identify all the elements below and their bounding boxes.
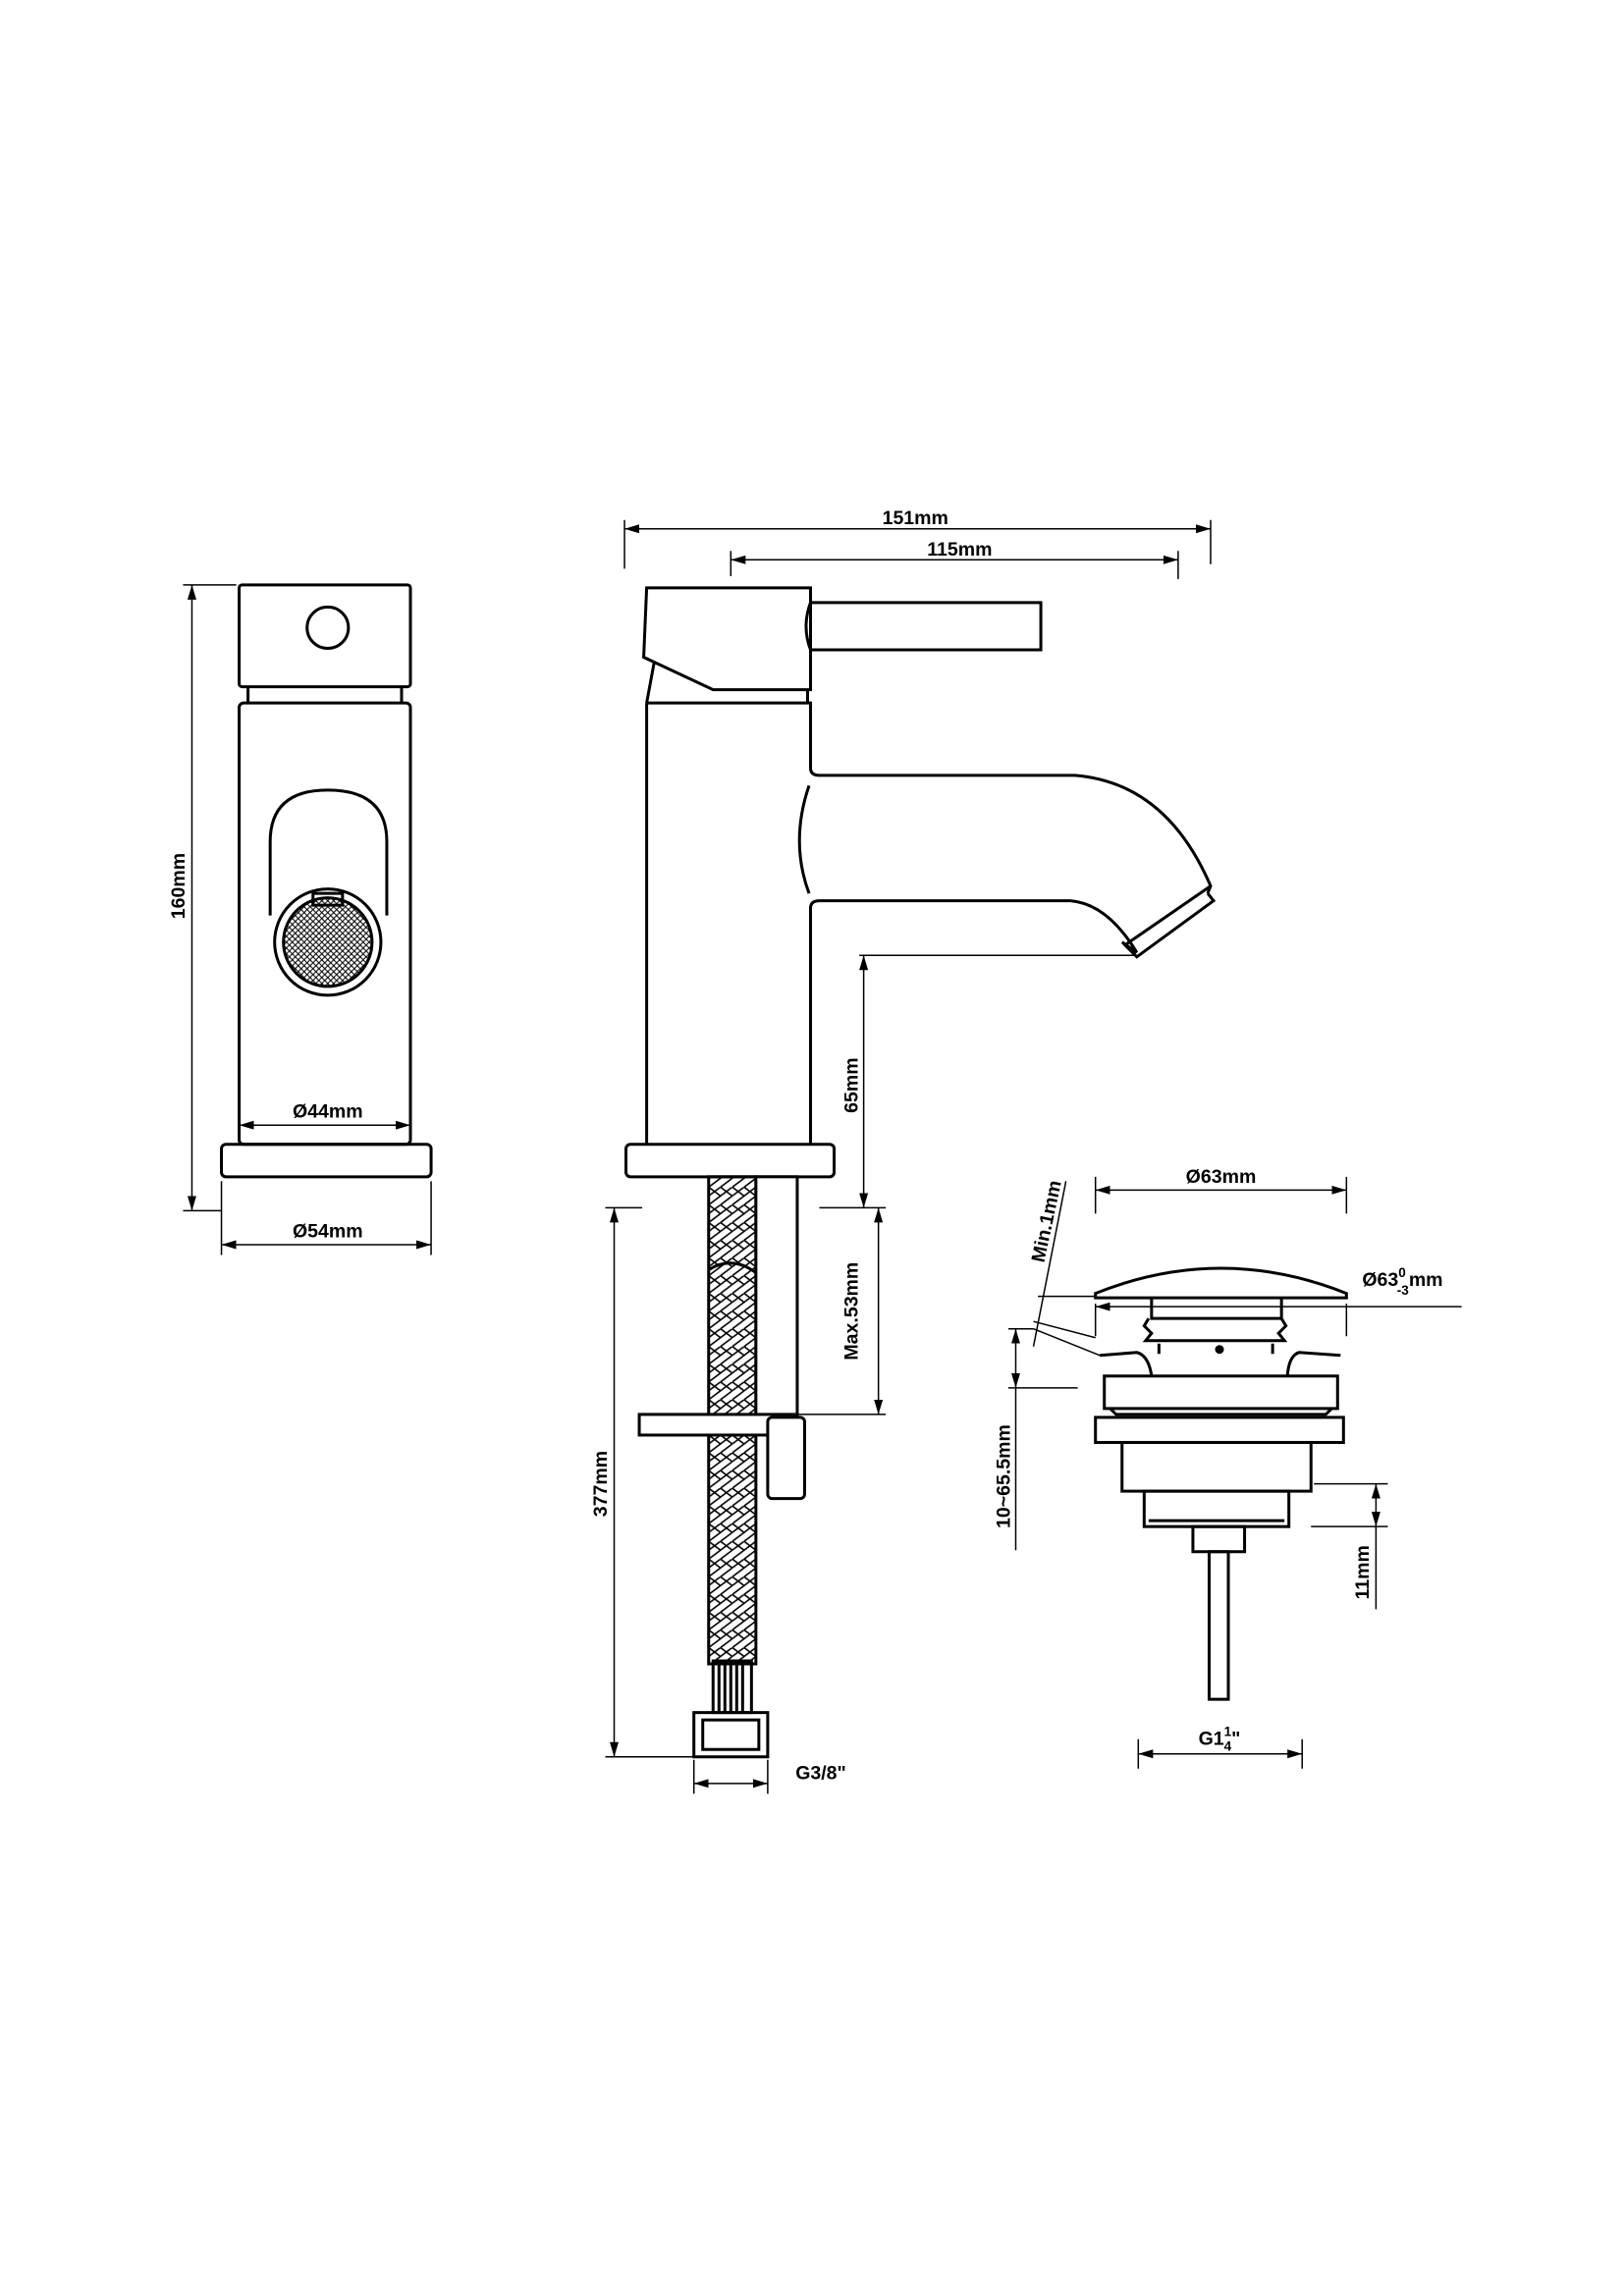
dim-thread-length: 11mm	[1352, 1545, 1374, 1599]
spout-dome	[268, 788, 389, 916]
dim-cap-diameter: Ø63mm	[1186, 1166, 1257, 1188]
fixing-nut	[766, 1415, 806, 1501]
side-view: 151mm 115mm 65mm Max.53mm 377mm G3/8"	[590, 507, 1217, 1794]
dim-hose-length: 377mm	[590, 1451, 612, 1517]
spout	[645, 701, 1217, 1145]
waste-stem	[1207, 1550, 1230, 1701]
waste-body	[1120, 1440, 1313, 1493]
aerator-screen	[282, 896, 374, 988]
dim-spout-reach: 115mm	[927, 539, 992, 561]
dim-min-gap: Min.1mm	[1028, 1178, 1066, 1263]
dim-height: 160mm	[168, 853, 189, 919]
dim-hose-connection: G3/8"	[795, 1762, 846, 1784]
dim-spout-height: 65mm	[841, 1057, 863, 1112]
popup-waste-view: Ø63mm Ø630-3mm Min.1mm 10~65.5mm 11mm G1…	[993, 1166, 1462, 1769]
lever-head	[642, 586, 812, 692]
dim-base-diameter: Ø54mm	[293, 1220, 363, 1242]
dim-overall-length: 151mm	[883, 507, 948, 529]
lever-pivot-icon	[305, 605, 351, 651]
waste-cap	[1094, 1266, 1348, 1300]
flange-upper	[1103, 1374, 1339, 1411]
lever-handle	[804, 601, 1043, 652]
front-view: Ø44mm Ø54mm 160mm	[168, 583, 433, 1255]
dim-basin-thickness: 10~65.5mm	[993, 1424, 1014, 1528]
dim-max-deck-thickness: Max.53mm	[841, 1262, 863, 1361]
hose-connector-nut	[692, 1711, 770, 1759]
dim-body-diameter: Ø44mm	[293, 1101, 363, 1123]
dim-hole-diameter: Ø630-3mm	[1362, 1265, 1442, 1298]
